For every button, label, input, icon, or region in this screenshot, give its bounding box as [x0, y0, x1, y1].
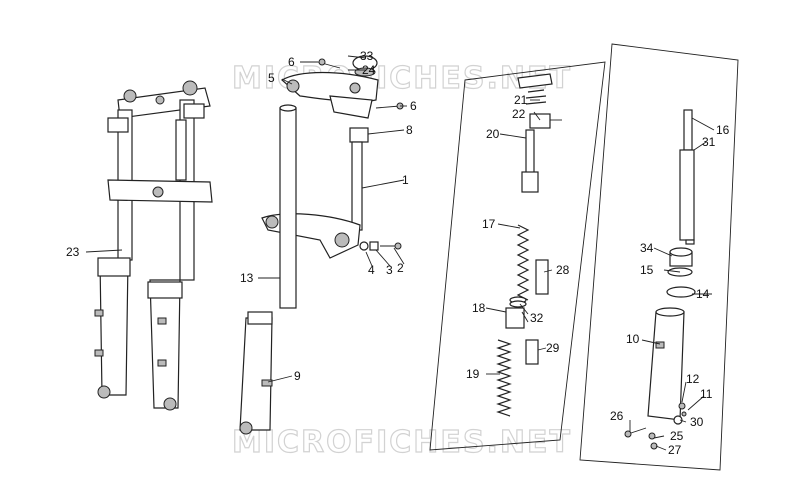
callout-1: 1	[402, 173, 409, 187]
callout-9: 9	[294, 369, 301, 383]
callout-32-upper: 32	[530, 311, 544, 325]
callout-13: 13	[240, 271, 254, 285]
callout-27: 27	[668, 443, 682, 457]
callout-25: 25	[670, 429, 684, 443]
callout-6-top: 6	[288, 55, 295, 69]
stem-and-tube-illustration	[239, 55, 404, 435]
callout-12: 12	[686, 372, 700, 386]
callout-labels: 1 2 3 4 5 6 6 8 9 10 11 12 13 14 15 16 1…	[66, 49, 730, 457]
assembled-fork-illustration	[94, 80, 213, 411]
callout-20: 20	[486, 127, 500, 141]
callout-3: 3	[386, 263, 393, 277]
callout-16: 16	[716, 123, 730, 137]
callout-11: 11	[700, 387, 713, 401]
callout-2: 2	[397, 261, 404, 275]
callout-6-side: 6	[410, 99, 417, 113]
callout-23: 23	[66, 245, 80, 259]
callout-4: 4	[368, 263, 375, 277]
leader-lines	[85, 55, 715, 451]
watermark-bottom: MICROFICHES.NET	[232, 425, 572, 460]
callout-18: 18	[472, 301, 486, 315]
callout-30: 30	[690, 415, 704, 429]
callout-19: 19	[466, 367, 480, 381]
callout-8: 8	[406, 123, 413, 137]
callout-34: 34	[640, 241, 654, 255]
callout-10: 10	[626, 332, 640, 346]
callout-15: 15	[640, 263, 654, 277]
callout-29: 29	[546, 341, 560, 355]
callout-24: 24	[362, 63, 376, 77]
callout-26: 26	[610, 409, 624, 423]
callout-17: 17	[482, 217, 496, 231]
callout-28: 28	[556, 263, 570, 277]
callout-14: 14	[696, 287, 710, 301]
callout-33: 33	[360, 49, 374, 63]
callout-21: 21	[514, 93, 528, 107]
callout-5: 5	[268, 71, 275, 85]
callout-31: 31	[702, 135, 716, 149]
internals-panel	[429, 61, 606, 451]
right-leg-panel	[579, 43, 739, 471]
callout-22: 22	[512, 107, 526, 121]
